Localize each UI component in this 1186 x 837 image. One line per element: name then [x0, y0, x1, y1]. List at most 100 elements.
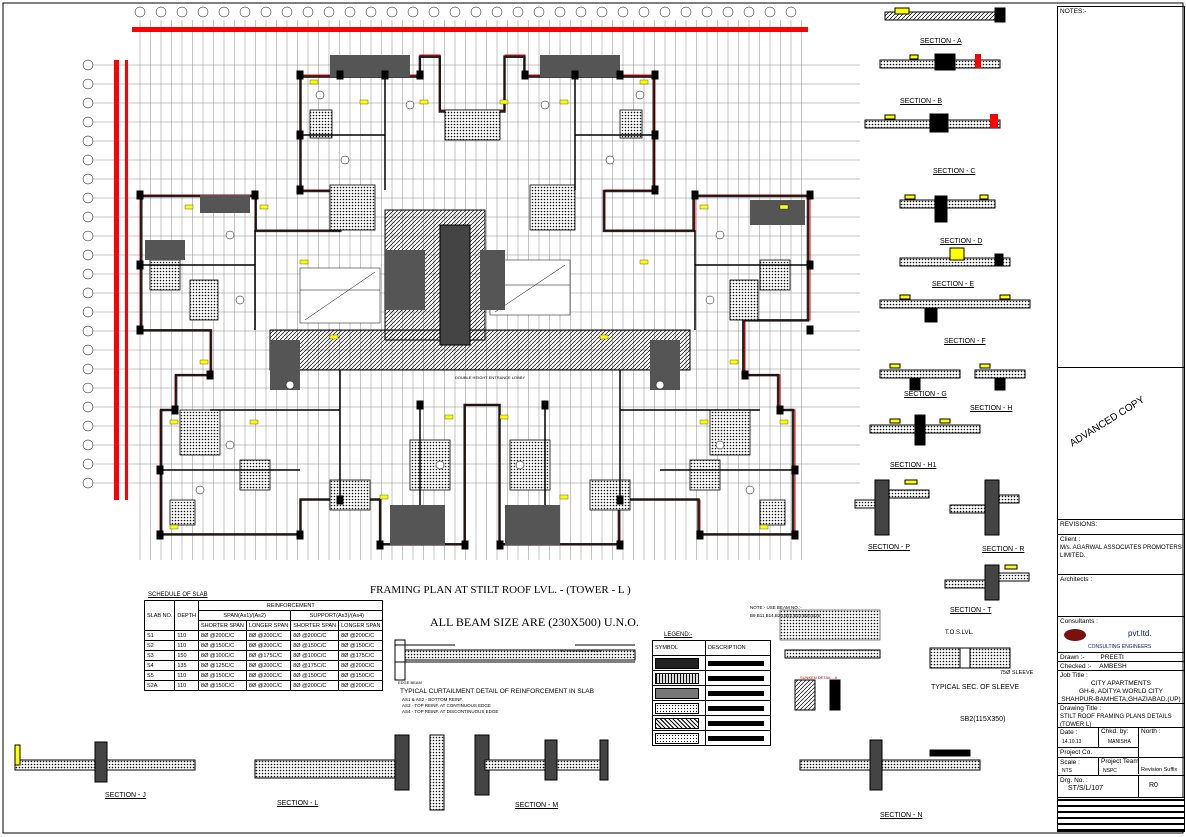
schedule-sub-header: LONGER SPAN [338, 620, 384, 631]
schedule-header-slab: SLAB NO. [143, 600, 176, 631]
schedule-title: SCHEDULE OF SLAB [148, 592, 208, 598]
schedule-sub-header: SHORTER SPAN [290, 620, 340, 631]
schedule-header-depth: DEPTH [174, 600, 200, 631]
edge-beam-label: EDGE BEAM [398, 680, 422, 685]
schedule-cell: 8Ø @150C/C [290, 640, 340, 651]
schedule-cell: S2A [143, 680, 176, 691]
footer-stripes [1058, 797, 1184, 831]
advanced-region [1058, 367, 1184, 487]
consultant-logo-icon [1064, 629, 1086, 641]
date-label: Date : [1060, 729, 1078, 736]
north-label: North : [1138, 728, 1161, 768]
section-e-label: SECTION - E [932, 281, 975, 288]
schedule-cell: 150 [174, 650, 200, 661]
consultants-label: Consultants : [1060, 618, 1098, 625]
drawn-row: Drawn :- PREETI [1058, 652, 1184, 663]
legend-symbol [652, 685, 706, 701]
drawn-label: Drawn :- [1060, 654, 1085, 661]
job-title-label: Job Title : [1060, 672, 1088, 679]
schedule-cell: 8Ø @175C/C [338, 650, 384, 661]
sunken-detail-label: SUNKEN DETAIL - A [800, 675, 838, 680]
schedule-cell: 8Ø @200C/C [245, 680, 292, 691]
schedule-cell: 8Ø @125C/C [198, 660, 247, 671]
schedule-cell: 110 [174, 670, 200, 681]
section-b-label: SECTION - B [900, 98, 943, 105]
schedule-cell: 8Ø @150C/C [198, 670, 247, 681]
section-t-label: SECTION - T [950, 607, 992, 614]
section-j-label: SECTION - J [105, 792, 146, 799]
legend-description [705, 670, 771, 686]
section-h-label: SECTION - H [970, 405, 1013, 412]
schedule-header-reinf: REINFORCEMENT [198, 600, 384, 611]
section-m-label: SECTION - M [515, 802, 559, 809]
curtailment-note-3: AS4 - TOP REINF. AT DISCONTINUOUS EDGE [402, 709, 499, 714]
revision-value: R0 [1138, 776, 1168, 810]
schedule-cell: S5 [143, 670, 176, 681]
schedule-cell: 8Ø @150C/C [338, 670, 384, 681]
schedule-cell: 8Ø @200C/C [198, 630, 247, 641]
legend-description [705, 685, 771, 701]
schedule-cell: 8Ø @150C/C [338, 640, 384, 651]
section-g-label: SECTION - G [904, 391, 947, 398]
beam-note: ALL BEAM SIZE ARE (230X500) U.N.O. [430, 615, 639, 629]
legend-symbol [652, 730, 706, 746]
plan-title: FRAMING PLAN AT STILT ROOF LVL. - (TOWER… [370, 584, 631, 596]
client-label: Client : [1060, 536, 1081, 543]
schedule-sub-header: LONGER SPAN [245, 620, 292, 631]
section-l-label: SECTION - L [277, 800, 319, 807]
project-team-value: NSPC [1103, 768, 1117, 774]
legend-description [705, 655, 771, 671]
notes-label: NOTES:- [1060, 8, 1087, 15]
schedule-cell: 8Ø @200C/C [290, 630, 340, 641]
legend-symbol [652, 655, 706, 671]
schedule-cell: 8Ø @200C/C [290, 680, 340, 691]
schedule-cell: 8Ø @175C/C [290, 660, 340, 671]
job-title-box: Job Title : CITY APARTMENTS GH-6, ADITYA… [1058, 670, 1184, 703]
schedule-cell: 8Ø @100C/C [290, 650, 340, 661]
checked-row: Checked :- AMBESH [1058, 661, 1184, 672]
chkd-label: Chkd. by: [1098, 728, 1128, 748]
curtailment-note-2: AS3 - TOP REINF. AT CONTINUOUS EDGE [402, 703, 491, 708]
drawing-title-box: Drawing Title : STILT ROOF FRAMING PLANS… [1058, 703, 1184, 728]
schedule-cell: 8Ø @175C/C [245, 650, 292, 661]
note-beam: NOTE:- USE BEAM NO.:- [750, 605, 802, 610]
framing-plan [136, 54, 814, 550]
consultant-name: pvt.ltd. [1128, 629, 1152, 638]
project-team-label: Project Team [1098, 758, 1139, 776]
schedule-cell: S2 [143, 640, 176, 651]
schedule-header-span: SPAN(As1)/(As2) [198, 610, 292, 621]
sb2-label: SB2(115X350) [960, 716, 1006, 723]
date-row: Date : Chkd. by: North : 14.10.13 MANISH… [1058, 727, 1184, 768]
chkd-value: MANISHA [1108, 739, 1131, 745]
schedule-cell: 135 [174, 660, 200, 671]
drg-no-label: Drg. No. : [1060, 777, 1088, 784]
legend-symbol [652, 700, 706, 716]
section-n-label: SECTION - N [880, 812, 923, 819]
schedule-cell: 110 [174, 630, 200, 641]
title-block: NOTES:- REVISIONS: Client : M/s. AGARWAL… [1057, 6, 1185, 832]
schedule-cell: 8Ø @200C/C [245, 640, 292, 651]
legend-title: LEGEND:- [664, 632, 693, 638]
curtailment-title: TYPICAL CURTAILMENT DETAIL OF REINFORCEM… [400, 688, 594, 695]
sleeve-title: TYPICAL SEC. OF SLEEVE [931, 684, 1020, 691]
section-f-label: SECTION - F [944, 338, 986, 345]
schedule-cell: 8Ø @150C/C [198, 680, 247, 691]
section-r-label: SECTION - R [982, 546, 1025, 553]
curtailment-note-1: AS1 & AS2 - BOTTOM REINF. [402, 697, 463, 702]
job-title-line-2: GH-6, ADITYA WORLD CITY [1078, 688, 1164, 695]
checked-value: AMBESH [1099, 663, 1127, 670]
legend-description [705, 715, 771, 731]
schedule-sub-header: SHORTER SPAN [198, 620, 247, 631]
architects-label: Architects : [1058, 574, 1184, 616]
project-co-label: Project Co. [1058, 747, 1138, 758]
schedule-header-support: SUPPORT(As3)/(As4) [290, 610, 384, 621]
schedule-cell: 8Ø @200C/C [245, 630, 292, 641]
sleeve-tos: T.O.S.LVL. [945, 630, 974, 636]
drawing-title-value: STILT ROOF FRAMING PLANS DETAILS (TOWER … [1060, 714, 1172, 728]
